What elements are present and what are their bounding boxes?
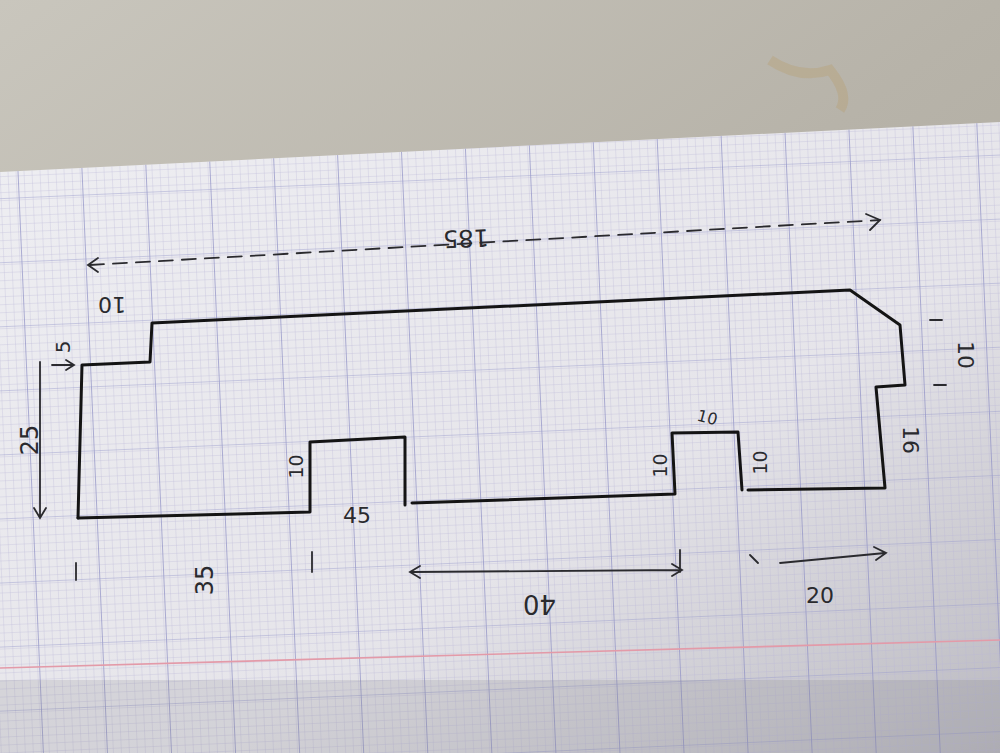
dimension-label: 10 bbox=[651, 453, 670, 477]
stain bbox=[770, 60, 843, 110]
shadow bbox=[0, 680, 1000, 753]
width-arrow bbox=[750, 547, 886, 563]
dimension-label: 45 bbox=[343, 505, 371, 527]
part-outline bbox=[78, 290, 905, 518]
arrowhead bbox=[88, 258, 98, 272]
dimension-label: 25 bbox=[18, 425, 42, 456]
dimension-label: 10 bbox=[751, 450, 770, 474]
dimension-label: 16 bbox=[899, 426, 921, 454]
arrowhead bbox=[866, 214, 880, 230]
major-grid bbox=[0, 100, 1000, 753]
step-arrow bbox=[52, 360, 74, 370]
slot-arrow bbox=[410, 550, 682, 578]
outline-right bbox=[78, 290, 905, 518]
dimension-label: 5 bbox=[53, 341, 73, 354]
dimension-label: 40 bbox=[523, 591, 556, 617]
outline-slot bbox=[412, 432, 742, 503]
dimension-label: 185 bbox=[443, 225, 490, 251]
dimension-label: 10 bbox=[98, 293, 126, 315]
tick-marks bbox=[930, 320, 946, 385]
margin-line bbox=[0, 640, 1000, 668]
dimension-label: 10 bbox=[695, 408, 719, 429]
dimension-label: 10 bbox=[287, 454, 306, 478]
dimension-label: 35 bbox=[193, 565, 217, 596]
minor-grid bbox=[0, 100, 1000, 753]
dimension-label: 20 bbox=[806, 585, 834, 607]
dimension-lines bbox=[34, 214, 946, 580]
overall-dimension bbox=[90, 220, 880, 265]
dimension-label: 10 bbox=[954, 341, 976, 369]
